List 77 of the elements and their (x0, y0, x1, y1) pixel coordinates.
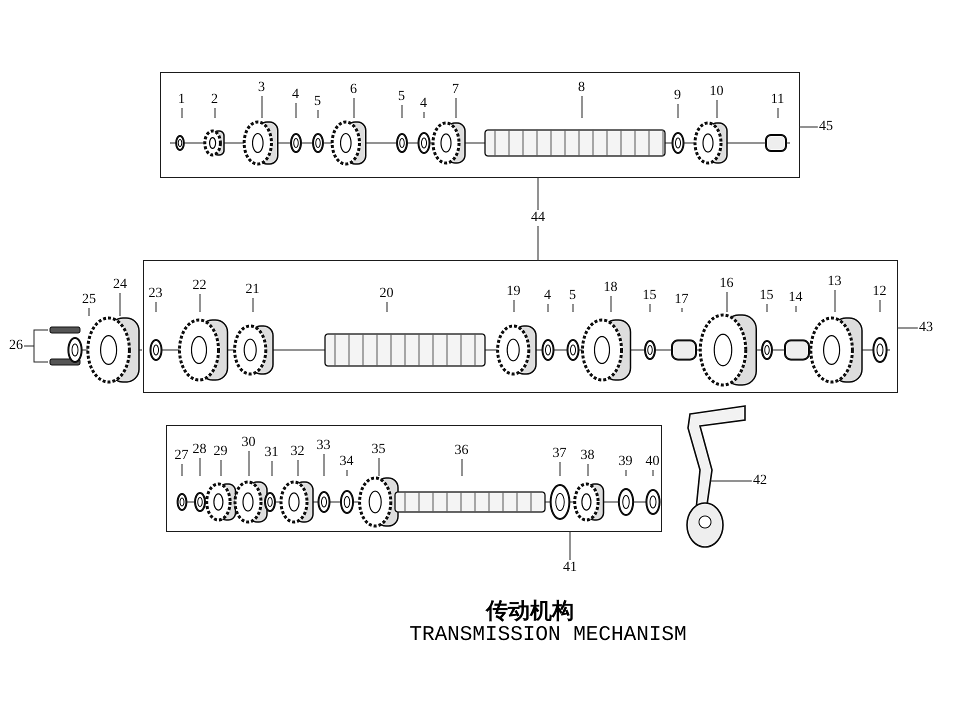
callout-number: 38 (580, 448, 594, 464)
callout-number: 20 (380, 286, 394, 302)
callout-number: 39 (618, 454, 632, 470)
leader-line (252, 298, 254, 312)
leader-line (610, 296, 612, 312)
leader-line (652, 470, 654, 476)
callout-number: 9 (674, 88, 681, 104)
callout-number: 34 (340, 454, 354, 470)
leader-line (214, 108, 216, 118)
callout-number: 4 (544, 288, 551, 304)
leader-line (220, 460, 222, 476)
callout-number: 37 (552, 446, 566, 462)
callout-number: 28 (192, 442, 206, 458)
callout-number: 32 (290, 444, 304, 460)
callout-number: 5 (569, 288, 576, 304)
callout-number: 22 (192, 278, 206, 294)
callout-number: 6 (350, 82, 357, 98)
callout-number: 11 (770, 92, 784, 108)
callout-number: 44 (531, 210, 545, 226)
leader-line (346, 470, 348, 476)
callout-number: 29 (214, 444, 228, 460)
callout-number: 23 (148, 286, 162, 302)
parts-frame (166, 425, 662, 532)
callout-number: 24 (113, 277, 127, 293)
counter-shaft-drawing (148, 312, 892, 388)
callout-number: 7 (452, 82, 459, 98)
leader-line (800, 126, 818, 128)
leader-line (726, 292, 728, 312)
callout-number: 41 (563, 560, 577, 576)
parts-frame (160, 72, 800, 178)
callout-number: 5 (398, 88, 405, 104)
callout-number: 1 (178, 92, 185, 108)
leader-line (378, 458, 380, 476)
main-shaft-drawing (168, 118, 792, 166)
leader-line (88, 308, 90, 316)
callout-number: 27 (174, 448, 188, 464)
kick-start-lever-drawing (686, 404, 748, 550)
leader-line (716, 100, 718, 118)
callout-number: 17 (674, 292, 688, 308)
callout-number: 15 (642, 288, 656, 304)
callout-number: 2 (211, 92, 218, 108)
callout-number: 16 (720, 276, 734, 292)
leader-line (572, 304, 574, 312)
caption: TRANSMISSION MECHANISM (409, 624, 687, 647)
callout-number: 35 (372, 442, 386, 458)
leader-line (386, 302, 388, 312)
callout-number: 12 (872, 284, 886, 300)
callout-number: 8 (578, 80, 585, 96)
title: 传动机构 (486, 598, 574, 626)
callout-number: 42 (753, 473, 767, 489)
callout-number: 21 (246, 282, 260, 298)
callout-number: 31 (264, 444, 278, 460)
callout-number: 30 (242, 434, 256, 450)
callout-number: 10 (710, 84, 724, 100)
callout-number: 43 (919, 320, 933, 336)
callout-number: 26 (9, 338, 23, 354)
callout-number: 4 (420, 96, 427, 112)
callout-number: 4 (292, 86, 299, 102)
callout-number: 40 (646, 454, 660, 470)
leader-line (24, 346, 48, 362)
callout-number: 19 (506, 284, 520, 300)
callout-number: 25 (82, 292, 96, 308)
callout-number: 36 (454, 442, 468, 458)
callout-number: 3 (258, 80, 265, 96)
leader-line (834, 290, 836, 312)
callout-number: 45 (819, 119, 833, 135)
leader-line (710, 480, 752, 482)
callout-number: 15 (760, 288, 774, 304)
leader-line (766, 304, 768, 312)
leader-line (248, 450, 250, 476)
parts-frame (143, 260, 898, 393)
sprocket-and-bolts-drawing (48, 316, 142, 384)
callout-number: 13 (828, 274, 842, 290)
callout-number: 5 (314, 94, 321, 110)
callout-number: 18 (604, 280, 618, 296)
callout-number: 33 (316, 438, 330, 454)
callout-number: 14 (788, 290, 802, 306)
